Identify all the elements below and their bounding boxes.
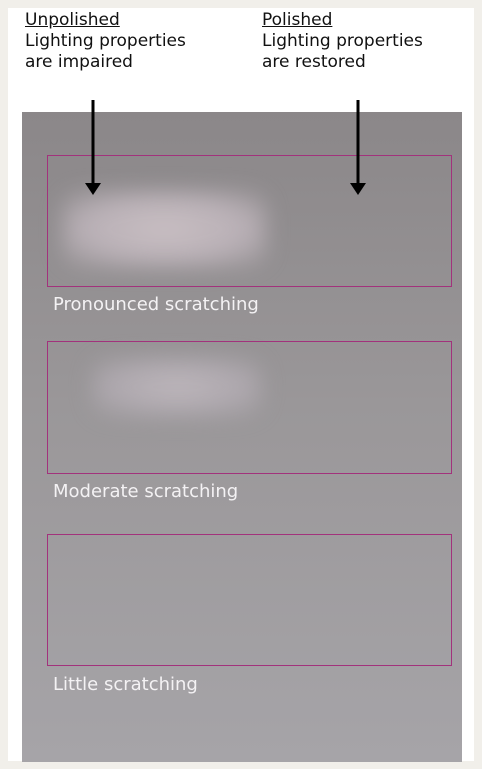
zone-label-little: Little scratching	[53, 674, 198, 695]
caption-polished: Polished Lighting properties are restore…	[262, 10, 423, 73]
zone-label-moderate: Moderate scratching	[53, 481, 239, 502]
caption-unpolished-line-1: Lighting properties	[25, 31, 186, 51]
scratch-haze-pronounced	[62, 190, 267, 268]
headlight-surface-photo: Pronounced scratching Moderate scratchin…	[22, 112, 462, 762]
polished-arrow-head	[350, 183, 366, 195]
caption-unpolished-heading: Unpolished	[25, 10, 120, 30]
zone-little-scratching	[47, 534, 452, 666]
caption-polished-line-1: Lighting properties	[262, 31, 423, 51]
zone-moderate-scratching	[47, 341, 452, 474]
caption-polished-heading: Polished	[262, 10, 333, 30]
caption-unpolished: Unpolished Lighting properties are impai…	[25, 10, 186, 73]
caption-polished-line-2: are restored	[262, 52, 366, 72]
scratch-haze-moderate	[92, 357, 262, 417]
zone-label-pronounced: Pronounced scratching	[53, 294, 259, 315]
caption-unpolished-line-2: are impaired	[25, 52, 133, 72]
zone-pronounced-scratching	[47, 155, 452, 287]
unpolished-arrow-head	[85, 183, 101, 195]
